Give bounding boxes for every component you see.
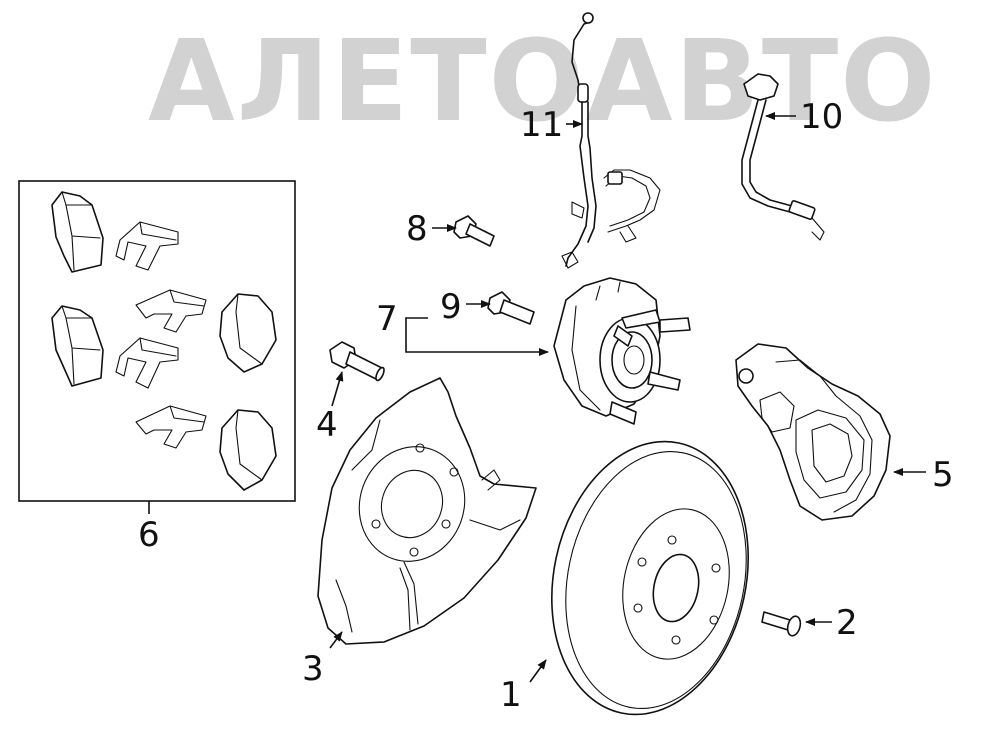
caliper: [735, 343, 891, 521]
abs-sensor-wire: [561, 12, 661, 269]
callout-9: 9: [440, 287, 462, 327]
pad-clip-mid-upper: [135, 289, 207, 333]
pad-clip-lower: [135, 405, 207, 449]
watermark-text: АЛЕТОАВТО: [148, 17, 937, 147]
callout-2: 2: [836, 603, 858, 643]
brake-pad-right-upper: [219, 293, 277, 373]
pad-clip-mid-lower: [115, 337, 179, 389]
hub-bolt: [487, 291, 535, 325]
shield-bolt: [329, 341, 385, 382]
leader-4: [331, 371, 344, 407]
callout-10: 10: [800, 97, 843, 137]
leader-3: [329, 631, 343, 649]
callout-3: 3: [302, 649, 324, 689]
brake-disc: [551, 440, 749, 716]
brake-pad-left-lower: [51, 305, 104, 387]
sensor-bolt: [453, 215, 495, 247]
dust-shield: [317, 377, 537, 645]
leader-lines: [329, 112, 926, 683]
callout-1: 1: [500, 675, 522, 715]
callout-11: 11: [520, 105, 563, 145]
leader-1: [529, 659, 547, 683]
pad-kit-box: [18, 180, 296, 514]
watermark-logo: АЛЕТОАВТО: [148, 17, 937, 147]
callout-8: 8: [406, 209, 428, 249]
callout-numbers: 1 2 3 4 5 6 7 8 9 10 11: [138, 97, 954, 715]
pad-clip-upper: [115, 221, 179, 271]
brake-pad-left-upper: [51, 191, 104, 273]
callout-4: 4: [316, 405, 338, 445]
brake-hose: [741, 73, 825, 241]
callout-7: 7: [376, 299, 398, 339]
disc-screw: [761, 611, 802, 637]
callout-6: 6: [138, 515, 160, 555]
hub-bearing: [553, 277, 691, 425]
callout-5: 5: [932, 455, 954, 495]
brake-pad-right-lower: [219, 409, 277, 491]
leader-7: [405, 317, 549, 356]
